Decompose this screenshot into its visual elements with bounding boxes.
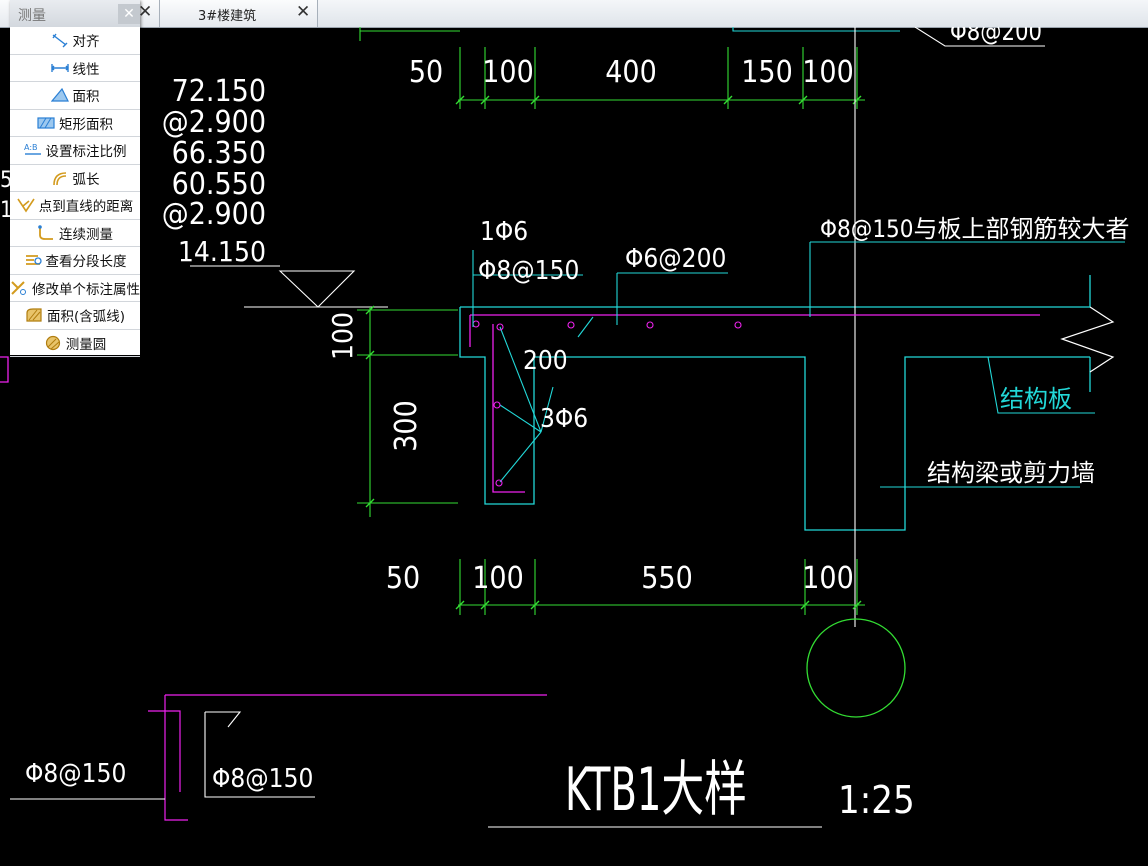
rebar-label: 200	[523, 346, 568, 376]
menu-item-align[interactable]: 对齐	[10, 27, 140, 55]
rectangle-area-icon	[37, 117, 55, 129]
menu-item-label: 查看分段长度	[45, 254, 127, 271]
elevation-text: 66.350	[172, 136, 266, 171]
menu-item-label: 面积	[72, 89, 100, 106]
drawing-title: KTB1大样	[565, 755, 747, 825]
bottom-left-detail: Φ8@150 Φ8@150	[10, 694, 547, 821]
elevation-text: @2.900	[162, 105, 266, 140]
menu-item-edit-annotation[interactable]: 修改单个标注属性	[10, 275, 140, 302]
area-arc-icon	[26, 308, 42, 322]
tab-close-icon[interactable]: ✕	[138, 2, 153, 22]
svg-text:A:B: A:B	[24, 143, 38, 152]
segment-length-icon	[25, 255, 42, 266]
edge-fragment: 5	[0, 168, 13, 193]
rebar-label: 1Φ6	[480, 217, 528, 247]
rebar-label: Φ8@150	[478, 256, 579, 286]
linear-dimension-icon	[50, 63, 69, 72]
elevation-text: @2.900	[162, 197, 266, 232]
rebar-details: 1Φ6 Φ8@150 Φ6@200 Φ8@150与板上部钢筋较大者 200 3Φ…	[469, 215, 1130, 493]
menu-item-label: 矩形面积	[59, 116, 113, 133]
menu-item-label: 连续测量	[59, 226, 113, 243]
section-notes: 结构板 结构梁或剪力墙	[880, 356, 1095, 488]
drawing-scale: 1:25	[838, 778, 915, 822]
menu-item-area-arc[interactable]: 面积(含弧线)	[10, 302, 140, 330]
menu-item-label: 点到直线的距离	[38, 199, 134, 216]
dimension-text: 50	[409, 55, 443, 90]
measure-circle-icon	[45, 335, 60, 350]
menu-item-measure-circle[interactable]: 测量圆	[10, 330, 140, 357]
menu-item-label: 设置标注比例	[45, 144, 127, 161]
area-icon	[50, 88, 69, 102]
arc-length-icon	[52, 171, 66, 185]
dimension-text: 100	[802, 561, 854, 596]
tab-bar: ✕ 3#楼建筑 ✕	[0, 0, 1148, 28]
note-beam-wall: 结构梁或剪力墙	[927, 459, 1095, 487]
break-line-symbol	[1060, 306, 1115, 373]
vertical-dimension-line: 100 300	[326, 305, 458, 517]
dimension-text: 150	[741, 55, 793, 90]
elevation-text: 14.150	[178, 235, 266, 268]
edit-annotation-icon	[11, 281, 26, 295]
menu-item-set-scale[interactable]: A:B 设置标注比例	[10, 137, 140, 165]
dimension-text: 50	[386, 561, 420, 596]
elevation-triangle-symbol	[244, 270, 388, 308]
menu-item-label: 修改单个标注属性	[32, 281, 140, 298]
menu-item-continuous-measure[interactable]: 连续测量	[10, 220, 140, 247]
rebar-label: Φ8@150与板上部钢筋较大者	[820, 215, 1130, 243]
tab-close-icon[interactable]: ✕	[296, 2, 311, 22]
panel-close-icon[interactable]: ✕	[118, 4, 140, 24]
menu-item-label: 测量圆	[65, 336, 107, 353]
rebar-label: Φ8@150	[212, 764, 313, 794]
dimension-text: 100	[802, 55, 854, 90]
point-line-distance-icon	[17, 198, 35, 213]
align-dimension-icon	[51, 33, 67, 48]
tab-building-3[interactable]: 3#楼建筑 ✕	[160, 0, 318, 27]
dimension-text: 300	[389, 400, 424, 452]
section-circle-marker	[806, 618, 906, 718]
scale-ab-icon: A:B	[24, 143, 41, 155]
drawing-canvas[interactable]: 5 1 Φ8@200 72.150 @2.900 66.350 60.550 @…	[0, 27, 1148, 866]
dimension-text: 100	[482, 55, 534, 90]
menu-item-area[interactable]: 面积	[10, 82, 140, 110]
menu-item-point-line-distance[interactable]: 点到直线的距离	[10, 192, 140, 220]
measure-panel: 测量 ✕ 对齐 线性 面积 矩形面积 A:B 设置标注比例 弧长 点到直线的距离…	[10, 0, 140, 357]
tab-label: 3#楼建筑	[198, 9, 257, 24]
left-edge-fragments: 5 1	[0, 168, 13, 383]
menu-item-label: 对齐	[72, 34, 100, 51]
edge-fragment: 1	[0, 198, 13, 223]
top-callout-text: Φ8@200	[950, 27, 1042, 47]
elevation-text: 60.550	[172, 167, 266, 202]
dimension-text: 400	[605, 55, 657, 90]
menu-item-label: 面积(含弧线)	[46, 309, 126, 326]
concrete-section-outline	[459, 27, 1115, 627]
continuous-measure-icon	[38, 224, 53, 240]
menu-item-label: 线性	[72, 61, 100, 78]
elevation-labels: 72.150 @2.900 66.350 60.550 @2.900 14.15…	[162, 74, 388, 308]
top-dimension-line: 50 100 400 150 100	[409, 47, 865, 109]
panel-title: 测量	[18, 8, 46, 24]
menu-item-linear[interactable]: 线性	[10, 55, 140, 82]
rebar-label: 3Φ6	[540, 404, 588, 434]
menu-item-segment-length[interactable]: 查看分段长度	[10, 247, 140, 275]
dimension-text: 100	[326, 312, 359, 360]
dimension-text: 550	[641, 561, 693, 596]
dimension-text: 100	[472, 561, 524, 596]
drawing-title-block: KTB1大样 1:25	[488, 755, 915, 828]
panel-header[interactable]: 测量 ✕	[10, 0, 140, 27]
top-callout: Φ8@200	[359, 27, 1045, 47]
menu-item-label: 弧长	[72, 171, 100, 188]
elevation-text: 72.150	[172, 74, 266, 109]
menu-item-arc-length[interactable]: 弧长	[10, 165, 140, 192]
menu-item-rectangle-area[interactable]: 矩形面积	[10, 110, 140, 137]
bottom-dimension-line: 50 100 550 100	[386, 559, 865, 615]
rebar-label: Φ6@200	[625, 244, 726, 274]
rebar-label: Φ8@150	[25, 759, 126, 789]
edge-bracket	[0, 356, 9, 383]
note-structural-slab: 结构板	[1000, 385, 1072, 413]
